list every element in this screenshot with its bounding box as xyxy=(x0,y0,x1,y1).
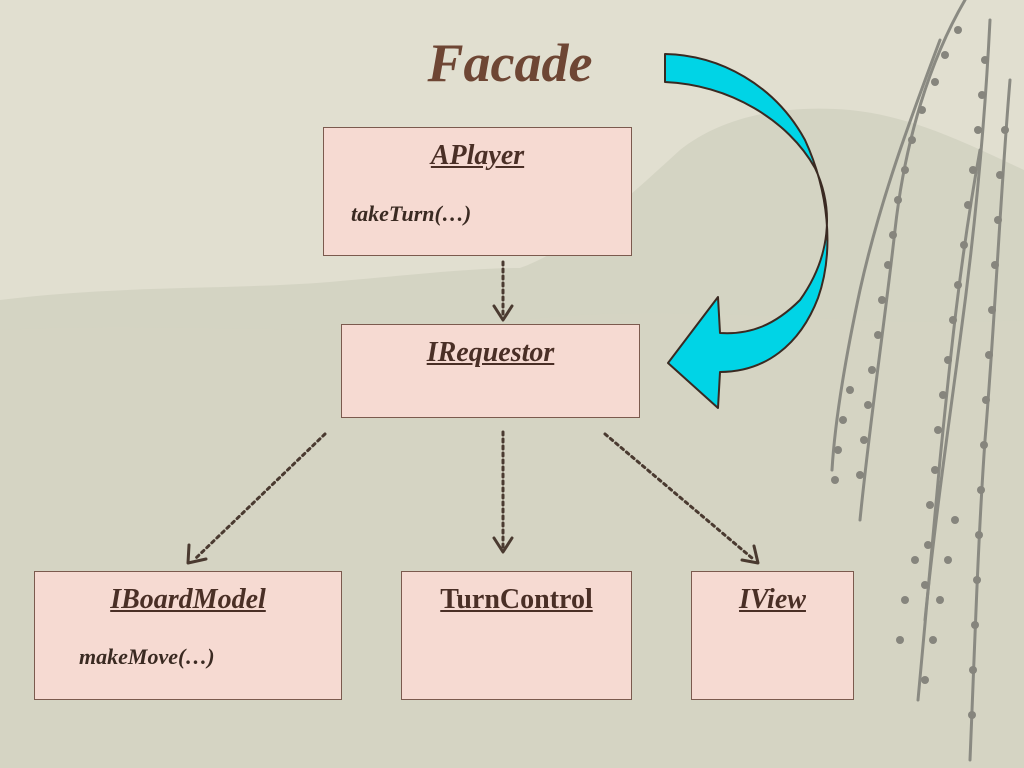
class-box-iview: IView xyxy=(691,571,854,700)
facade-arrow xyxy=(664,53,829,409)
willow-buds xyxy=(831,26,1009,719)
class-name-irequestor: IRequestor xyxy=(426,337,555,368)
class-name-aplayer: APlayer xyxy=(430,140,525,171)
edge-irequestor-iview xyxy=(603,432,754,560)
arrowhead-iview xyxy=(740,544,760,565)
method-makemove: makeMove(…) xyxy=(79,644,215,669)
edge-irequestor-iboardmodel xyxy=(194,432,327,560)
class-name-iboardmodel: IBoardModel xyxy=(110,584,266,615)
class-box-iboardmodel: IBoardModel makeMove(…) xyxy=(34,571,342,700)
arrowhead-irequestor xyxy=(492,304,514,322)
arrowhead-turncontrol xyxy=(492,536,514,554)
class-box-irequestor: IRequestor xyxy=(341,324,640,418)
class-name-iview: IView xyxy=(739,584,806,615)
arrowhead-iboardmodel xyxy=(186,543,208,565)
method-taketurn: takeTurn(…) xyxy=(351,201,472,226)
slide-title: Facade xyxy=(427,33,593,93)
class-box-aplayer: APlayer takeTurn(…) xyxy=(323,127,632,256)
class-box-turncontrol: TurnControl xyxy=(401,571,632,700)
class-name-turncontrol: TurnControl xyxy=(440,584,593,615)
